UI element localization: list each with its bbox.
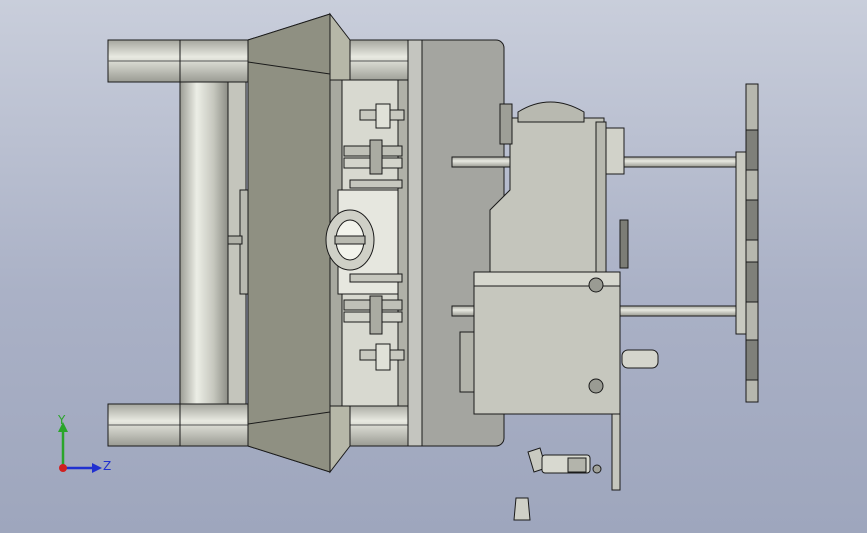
x-axis-dot bbox=[59, 464, 67, 472]
gear-segment bbox=[517, 101, 585, 123]
z-axis-arrow bbox=[92, 463, 102, 473]
lower-bracket bbox=[611, 413, 621, 491]
bolt-lower bbox=[588, 378, 604, 394]
axis-triad: Y Z bbox=[57, 413, 111, 473]
bolt-upper bbox=[588, 277, 604, 293]
frame-left-column bbox=[179, 81, 229, 405]
y-axis-label: Y bbox=[57, 413, 66, 427]
actuator-group-top bbox=[343, 103, 405, 189]
side-nozzle bbox=[621, 349, 659, 369]
loose-cone-part bbox=[513, 497, 531, 521]
loose-cylinder-part bbox=[527, 447, 602, 474]
z-axis-label: Z bbox=[103, 459, 111, 473]
y-axis-arrow bbox=[58, 422, 68, 432]
actuator-group-bottom bbox=[343, 273, 405, 371]
